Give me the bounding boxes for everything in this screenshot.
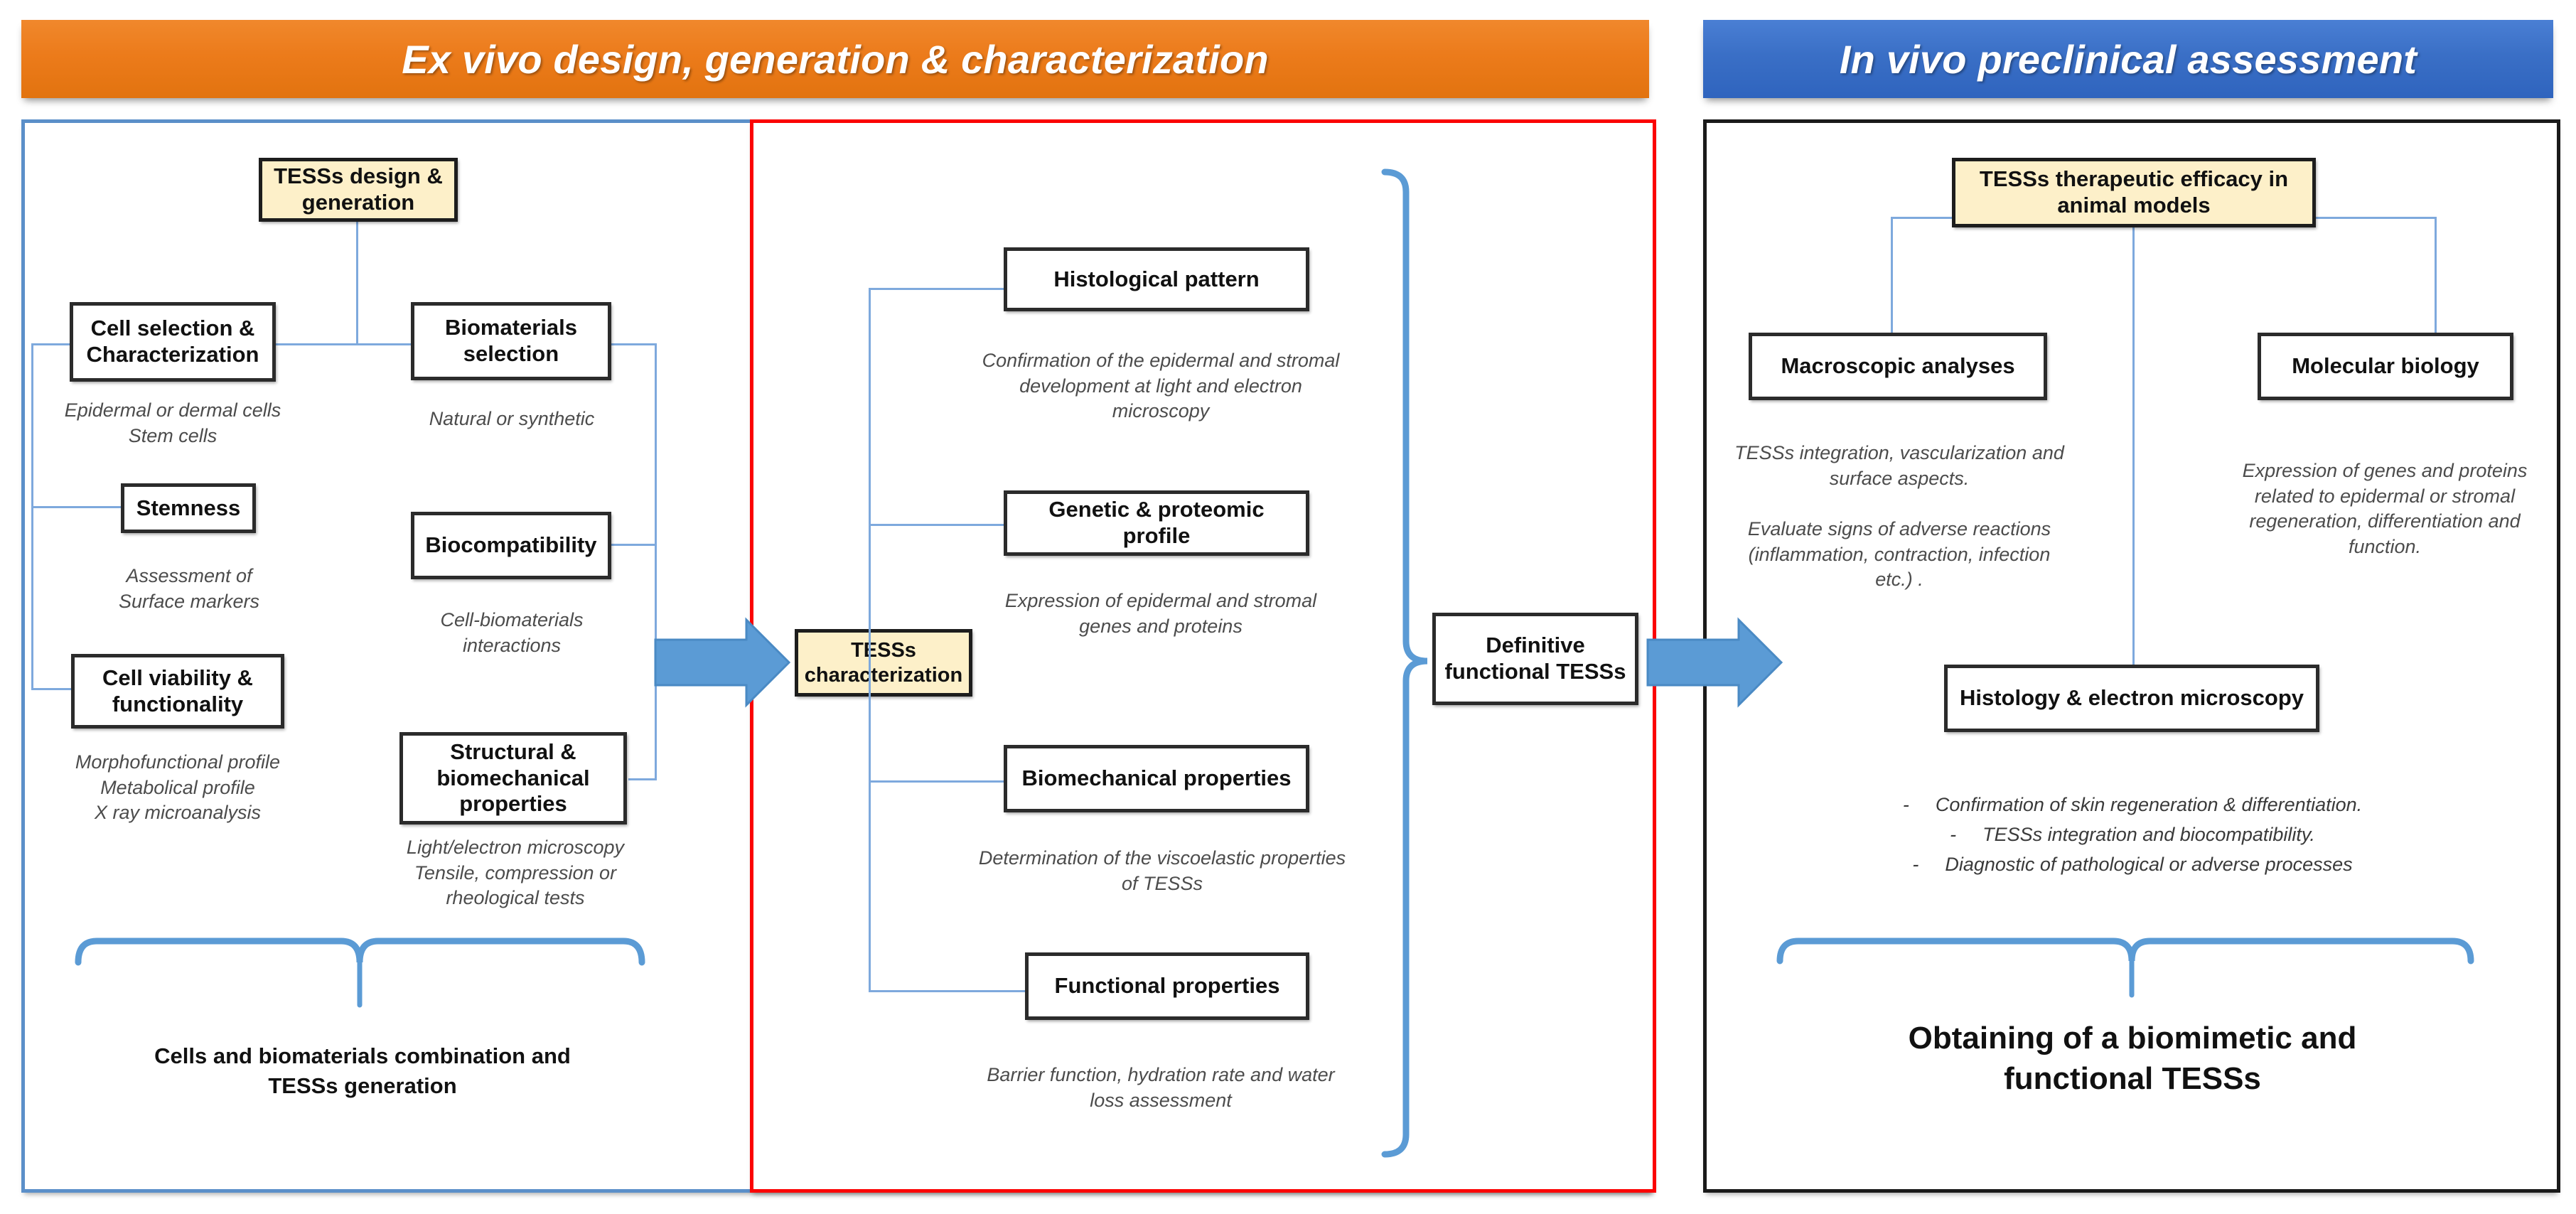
box-functional-properties[interactable]: Functional properties [1025,952,1309,1020]
list-item: - TESSs integration and biocompatibility. [1756,820,2509,850]
caption-molecular-biology: Expression of genes and proteins related… [2242,460,2528,557]
box-biomechanical-properties[interactable]: Biomechanical properties [1004,745,1309,812]
connector-genetic-stub [869,524,1004,526]
header-in-vivo-label: In vivo preclinical assessment [1839,36,2417,82]
connector-right-spine [655,343,657,780]
box-macroscopic-analyses[interactable]: Macroscopic analyses [1749,333,2047,400]
connector-right-molecular-drop [2435,217,2437,341]
list-item-label: TESSs integration and biocompatibility. [1982,823,2315,845]
bullet-marker: - [1912,853,1919,875]
box-cell-viability[interactable]: Cell viability & functionality [71,654,284,729]
connector-root-spine [31,343,657,345]
list-item-label: Confirmation of skin regeneration & diff… [1935,794,2363,815]
box-tess-design-generation[interactable]: TESSs design & generation [259,158,458,222]
connector-right-macro-drop [1891,217,1893,341]
connector-hist-stub [869,288,1004,290]
box-structural-biomechanical[interactable]: Structural & biomechanical properties [399,732,627,824]
summary-right-panel: Obtaining of a biomimetic and functional… [1908,1021,2357,1097]
box-stemness[interactable]: Stemness [121,483,256,533]
box-tess-characterization[interactable]: TESSs characterization [795,629,972,697]
bullet-marker: - [1950,823,1957,845]
header-in-vivo: In vivo preclinical assessment [1703,20,2553,98]
connector-right-histology-drop [2132,220,2135,668]
summary-left-panel: Cells and biomaterials combination and T… [154,1043,571,1098]
list-item-label: Diagnostic of pathological or adverse pr… [1945,853,2353,875]
connector-stemness [31,506,124,508]
panel-in-vivo-assessment [1703,119,2560,1193]
caption-histological-pattern: Confirmation of the epidermal and stroma… [982,350,1340,422]
box-histology-electron-microscopy[interactable]: Histology & electron microscopy [1944,665,2319,732]
header-ex-vivo-label: Ex vivo design, generation & characteriz… [402,36,1269,82]
list-item: - Confirmation of skin regeneration & dif… [1756,790,2509,820]
connector-left-spine [31,343,33,689]
box-tess-therapeutic-efficacy[interactable]: TESSs therapeutic efficacy in animal mod… [1952,158,2316,227]
caption-functional-properties: Barrier function, hydration rate and wat… [987,1064,1335,1111]
box-molecular-biology[interactable]: Molecular biology [2258,333,2513,400]
list-item: - Diagnostic of pathological or adverse p… [1756,850,2509,880]
box-cell-selection[interactable]: Cell selection & Characterization [70,302,276,382]
connector-biomech-stub [869,780,1004,783]
connector-mid-spine [869,288,871,990]
caption-cell-selection: Epidermal or dermal cells Stem cells [64,399,281,446]
caption-stemness: Assessment of Surface markers [118,565,260,612]
connector-cell-viability [31,688,74,690]
box-definitive-functional-tesss[interactable]: Definitive functional TESSs [1432,613,1638,705]
box-biomaterials-selection[interactable]: Biomaterials selection [411,302,611,380]
box-biocompatibility[interactable]: Biocompatibility [411,512,611,579]
caption-biocompatibility: Cell-biomaterials interactions [440,609,584,656]
bullet-list-histology: - Confirmation of skin regeneration & dif… [1756,790,2509,880]
caption-biomaterials-selection: Natural or synthetic [429,408,595,429]
caption-macroscopic-analyses: TESSs integration, vascularization and s… [1734,442,2064,591]
box-genetic-proteomic-profile[interactable]: Genetic & proteomic profile [1004,490,1309,556]
caption-biomechanical-properties: Determination of the viscoelastic proper… [978,847,1346,894]
connector-biocompatibility [610,544,657,546]
connector-root-stem [356,220,358,345]
box-histological-pattern[interactable]: Histological pattern [1004,247,1309,311]
header-ex-vivo: Ex vivo design, generation & characteriz… [21,20,1649,98]
connector-structural [628,778,657,780]
caption-genetic-proteomic-profile: Expression of epidermal and stromal gene… [1004,590,1317,637]
connector-functional-stub [869,990,1025,992]
caption-cell-viability: Morphofunctional profile Metabolical pro… [75,751,281,824]
bullet-marker: - [1902,794,1909,815]
caption-structural-biomechanical: Light/electron microscopy Tensile, compr… [406,837,625,909]
